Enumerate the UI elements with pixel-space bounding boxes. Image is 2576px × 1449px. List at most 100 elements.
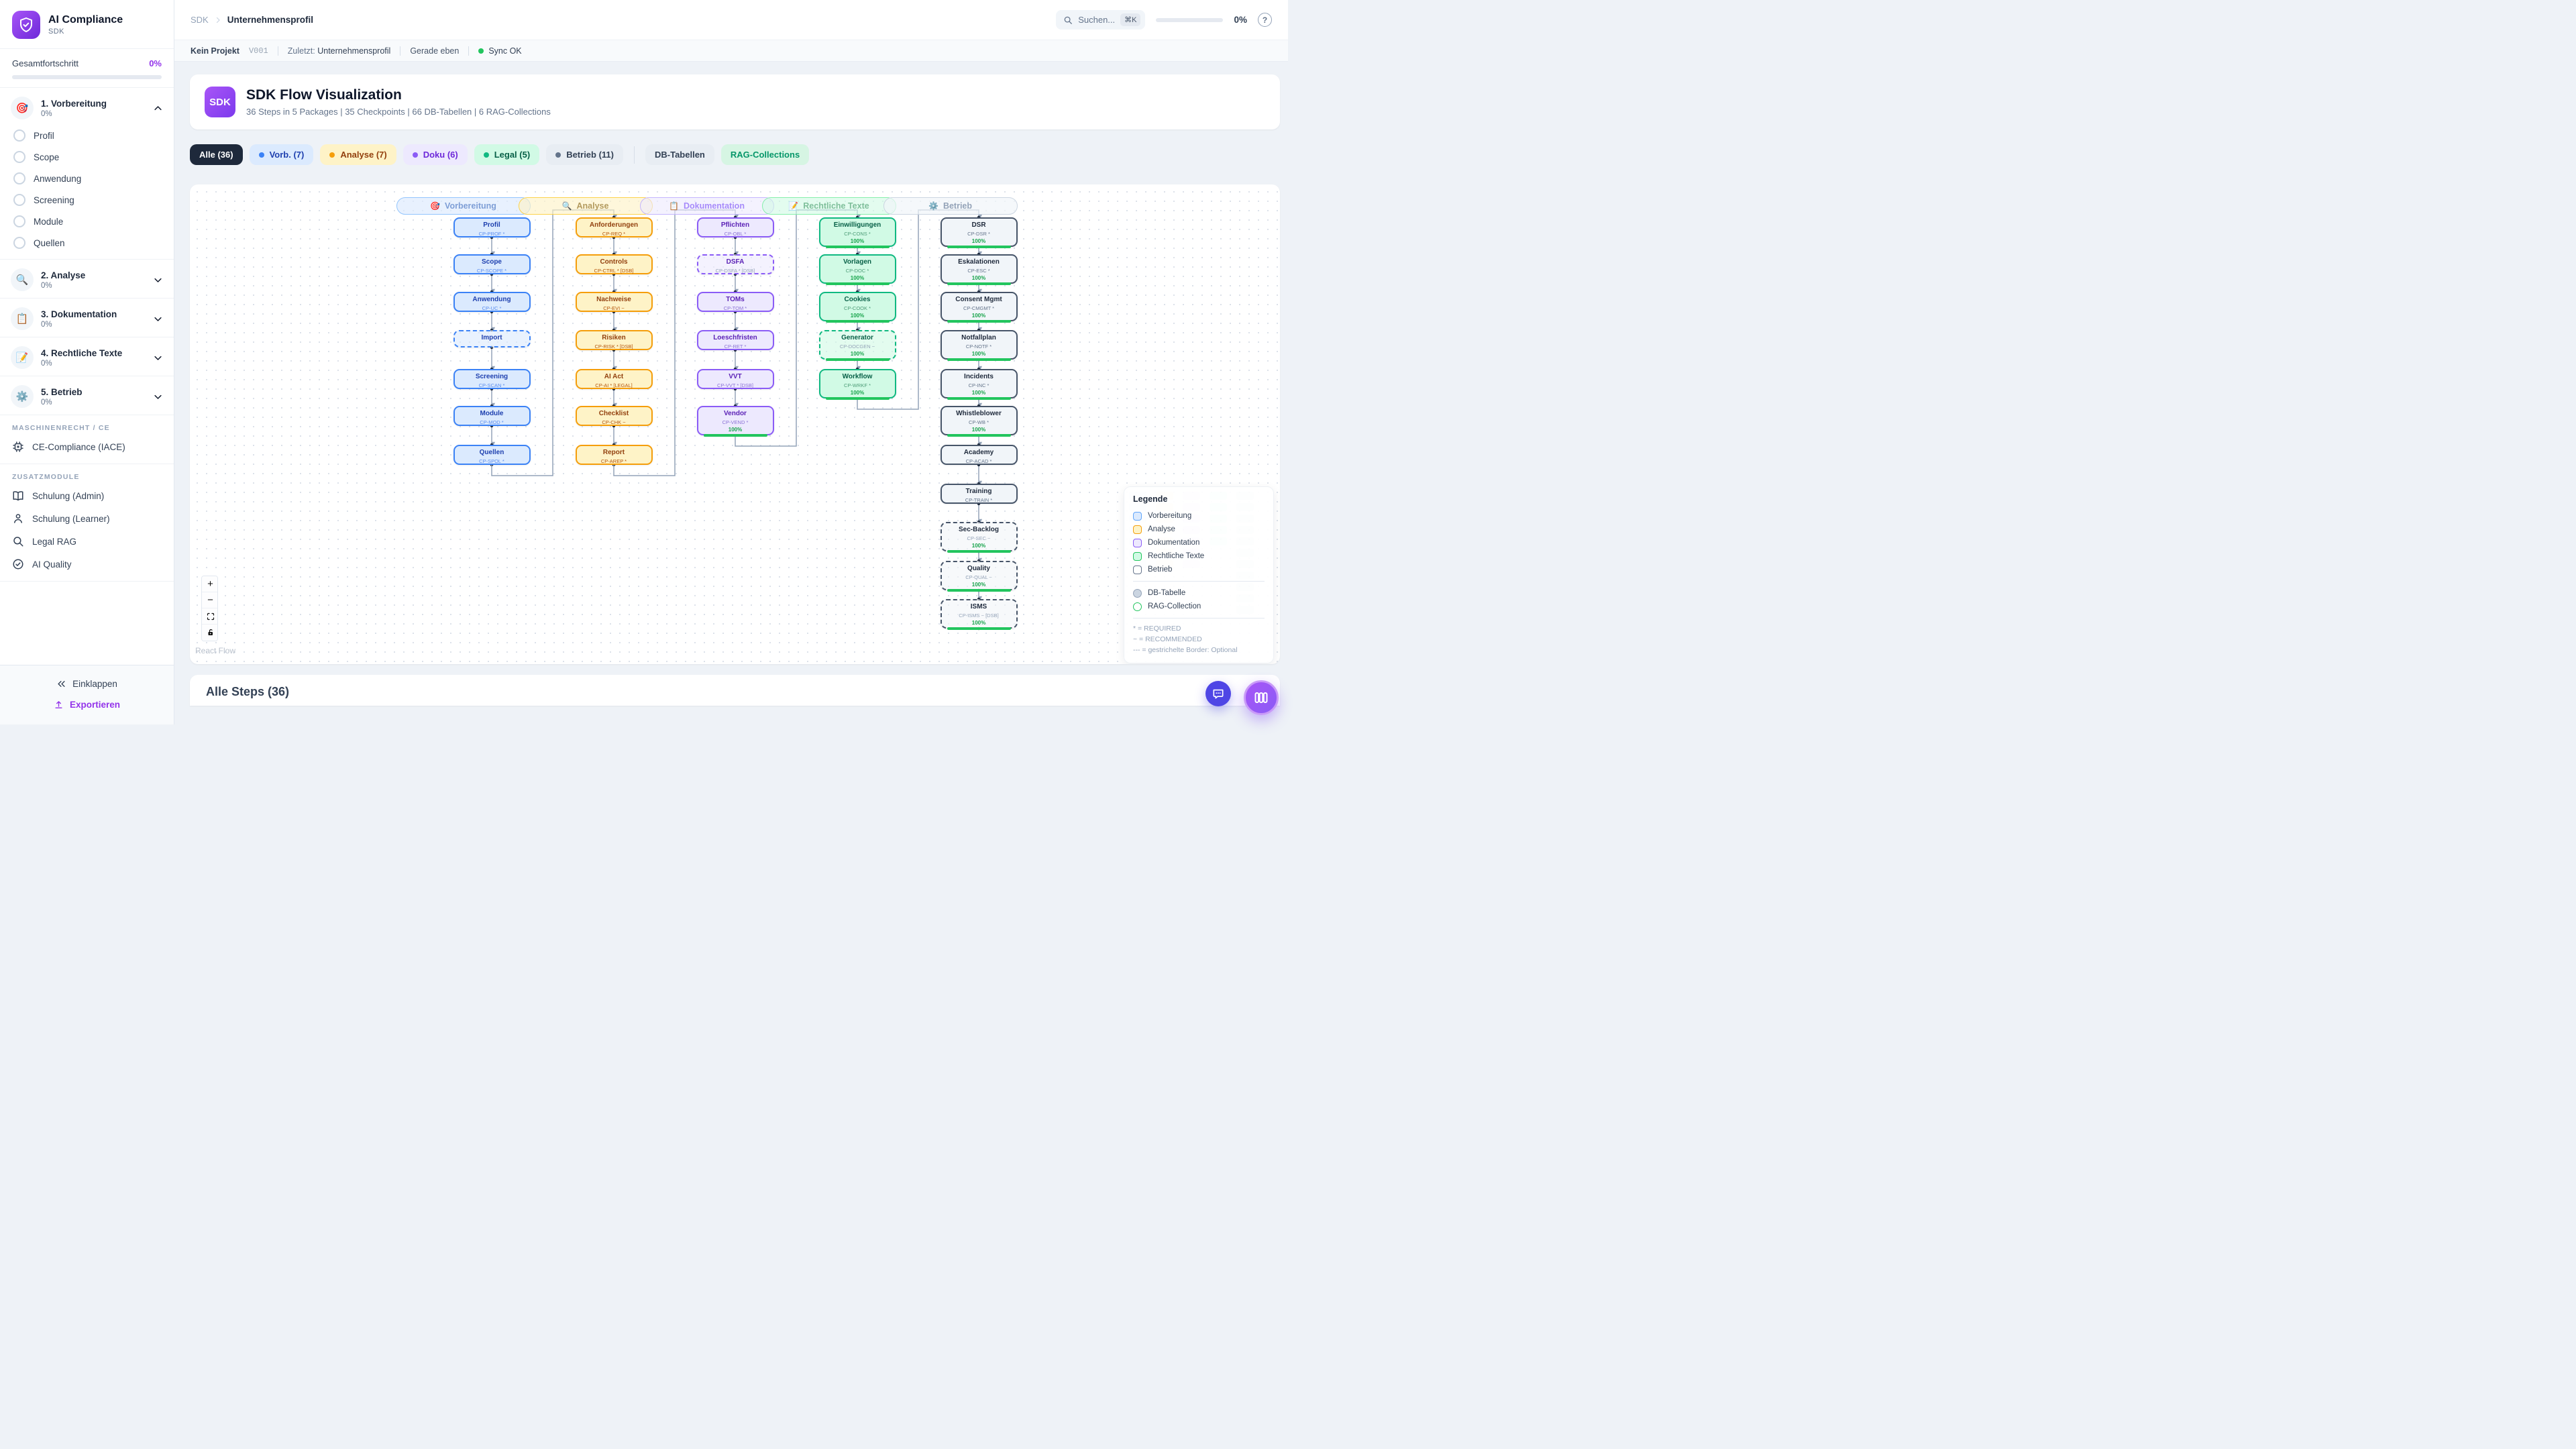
chip-dot-icon [329,152,335,158]
node-progress-label: 100% [971,581,986,588]
node-progress-bar [947,282,1011,285]
sidebar-section-1[interactable]: 🎯 1. Vorbereitung 0% [0,94,174,122]
sidebar-item-quellen[interactable]: Quellen [0,232,174,254]
sidebar-item-legal-rag[interactable]: Legal RAG [0,530,174,553]
node-progress-label: 100% [850,350,865,357]
chevron-right-icon [216,17,220,23]
sidebar-section-4[interactable]: 📝 4. Rechtliche Texte 0% [0,343,174,372]
filter-chip-rag-collections[interactable]: RAG-Collections [720,144,810,165]
flow-header-card: SDK SDK Flow Visualization 36 Steps in 5… [190,74,1280,129]
sidebar-item-schulung-admin-[interactable]: Schulung (Admin) [0,484,174,507]
flow-node-import[interactable]: Import [453,330,531,347]
node-progress-bar [947,358,1011,361]
zoom-in-button[interactable]: + [202,576,217,592]
last-saved-time: Gerade eben [410,46,460,56]
sidebar-item-profil[interactable]: Profil [0,125,174,146]
node-title: Anwendung [472,296,511,303]
node-progress-bar [947,319,1011,323]
sidebar-item-schulung-learner-[interactable]: Schulung (Learner) [0,507,174,530]
chip-icon [13,441,23,452]
export-button[interactable]: Exportieren [0,694,174,715]
sidebar-section-2[interactable]: 🔍 2. Analyse 0% [0,266,174,294]
zoom-out-button[interactable]: − [202,592,217,608]
filter-chip-db-tabellen[interactable]: DB-Tabellen [645,144,714,165]
chat-fab-button[interactable] [1205,681,1231,706]
collapse-sidebar-button[interactable]: Einklappen [0,674,174,694]
search-input[interactable]: Suchen... ⌘K [1056,10,1146,30]
legend-swatch-icon [1133,565,1142,574]
sidebar-item-scope[interactable]: Scope [0,146,174,168]
sidebar-item-module[interactable]: Module [0,211,174,232]
legend-item-db-tabelle: DB-Tabelle [1133,586,1265,600]
node-title: Report [602,449,625,456]
node-title: VVT [729,373,742,380]
reactflow-attribution[interactable]: React Flow [195,646,236,655]
sidebar-item-ce-compliance[interactable]: CE-Compliance (IACE) [0,435,174,458]
filter-chip-analyse-7-[interactable]: Analyse (7) [320,144,396,165]
filter-chip-legal-5-[interactable]: Legal (5) [474,144,540,165]
sidebar-item-ai-quality[interactable]: AI Quality [0,553,174,576]
filter-chip-alle-36-[interactable]: Alle (36) [190,144,243,165]
sidebar-sections: 🎯 1. Vorbereitung 0% Profil Scope Anwend… [0,88,174,415]
help-button[interactable]: ? [1258,13,1272,27]
page-title: SDK Flow Visualization [246,87,402,103]
section-progress: 0% [41,109,52,118]
node-code: CP-CTRL * [DSB] [594,267,634,274]
version-badge: V001 [248,46,268,56]
lock-button[interactable] [202,625,217,641]
node-title: Einwilligungen [833,221,881,229]
sidebar-item-anwendung[interactable]: Anwendung [0,168,174,189]
columns-icon [1254,692,1268,703]
sidebar-scroll: Gesamtfortschritt 0% 🎯 1. Vorbereitung 0… [0,49,174,665]
legend-item-rag-collection: RAG-Collection [1133,600,1265,613]
sidebar-section-5[interactable]: ⚙️ 5. Betrieb 0% [0,382,174,411]
filter-chip-betrieb-11-[interactable]: Betrieb (11) [546,144,623,165]
fit-view-button[interactable] [202,608,217,625]
app-logo [12,11,40,39]
filter-chip-vorb-7-[interactable]: Vorb. (7) [249,144,314,165]
section-title: 1. Vorbereitung [41,98,107,109]
filter-chip-doku-6-[interactable]: Doku (6) [402,144,468,165]
sidebar-item-screening[interactable]: Screening [0,189,174,211]
breadcrumb-root[interactable]: SDK [191,15,209,25]
node-progress-label: 100% [971,237,986,244]
sidebar-section-3[interactable]: 📋 3. Dokumentation 0% [0,305,174,333]
columns-fab-button[interactable] [1244,680,1279,715]
